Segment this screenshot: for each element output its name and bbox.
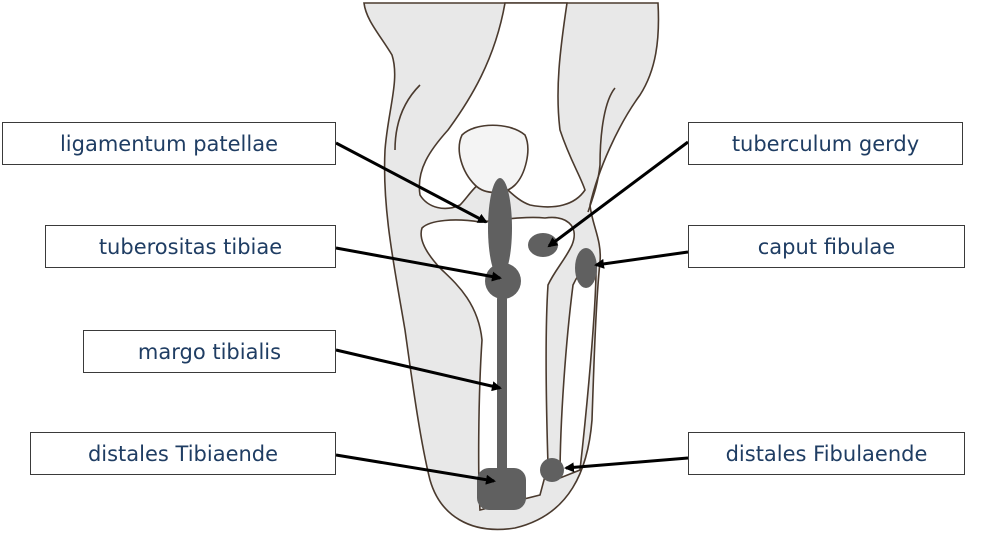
label-tuberculum-gerdy: tuberculum gerdy xyxy=(688,122,963,165)
arrow-ligamentum-patellae xyxy=(335,141,488,224)
tuberculum-gerdy-marker xyxy=(528,233,558,257)
arrow-margo-tibialis xyxy=(335,348,502,392)
label-text: tuberculum gerdy xyxy=(731,131,920,156)
label-text: caput fibulae xyxy=(757,234,896,259)
label-distales-fibulaende: distales Fibulaende xyxy=(688,432,965,475)
arrow-tuberositas-tibiae xyxy=(335,246,502,282)
label-text: tuberositas tibiae xyxy=(98,234,283,259)
margo-tibialis-marker xyxy=(497,295,507,475)
caput-fibulae-marker xyxy=(575,248,597,288)
label-text: distales Fibulaende xyxy=(725,441,928,466)
distales-tibiaende-marker xyxy=(477,468,526,510)
label-text: distales Tibiaende xyxy=(87,441,279,466)
arrow-tuberculum-gerdy xyxy=(547,140,689,248)
label-text: margo tibialis xyxy=(137,339,282,364)
contour-line xyxy=(394,84,421,151)
label-distales-tibiaende: distales Tibiaende xyxy=(30,432,336,475)
patella xyxy=(458,124,529,194)
distales-fibulaende-marker xyxy=(540,458,564,482)
contour-line xyxy=(587,87,616,213)
label-tuberositas-tibiae: tuberositas tibiae xyxy=(45,225,336,268)
arrow-caput-fibulae xyxy=(594,250,689,269)
label-text: ligamentum patellae xyxy=(59,131,279,156)
arrow-distales-tibiaende xyxy=(335,453,496,485)
tuberositas-tibiae-marker xyxy=(485,263,521,299)
label-caput-fibulae: caput fibulae xyxy=(688,225,965,268)
ligamentum-patellae-marker xyxy=(488,178,512,278)
arrow-distales-fibulaende xyxy=(564,456,689,473)
label-margo-tibialis: margo tibialis xyxy=(83,330,336,373)
label-ligamentum-patellae: ligamentum patellae xyxy=(2,122,336,165)
